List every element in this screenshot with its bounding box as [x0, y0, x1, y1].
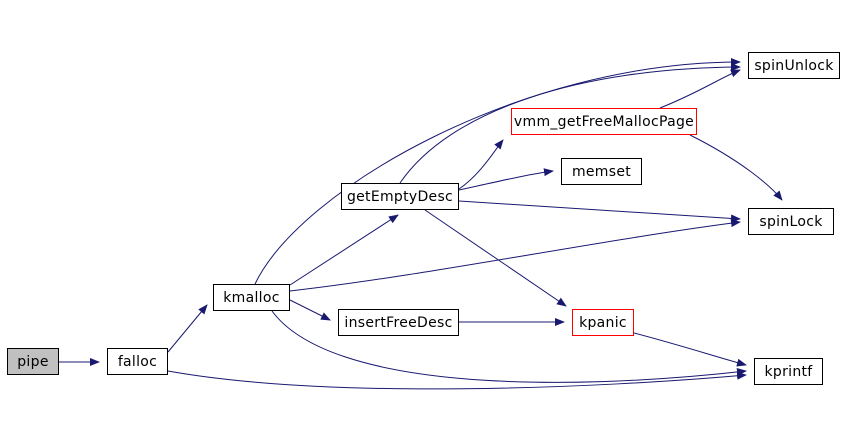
- edge-getEmptyDesc-to-spinLock: [458, 200, 741, 223]
- node-pipe[interactable]: pipe: [7, 348, 59, 375]
- edge-getEmptyDesc-to-vmm_getFreeMallocPage: [458, 139, 504, 190]
- node-label-spinLock: spinLock: [759, 213, 823, 230]
- node-memset[interactable]: memset: [561, 158, 642, 185]
- node-spinLock[interactable]: spinLock: [748, 208, 834, 235]
- node-label-insertFreeDesc: insertFreeDesc: [344, 314, 453, 331]
- edge-getEmptyDesc-to-kpanic: [424, 209, 567, 307]
- edge-falloc-to-kmalloc: [167, 304, 208, 353]
- node-label-vmm_getFreeMallocPage: vmm_getFreeMallocPage: [513, 113, 695, 130]
- node-label-getEmptyDesc: getEmptyDesc: [346, 188, 454, 205]
- edge-kmalloc-to-spinLock: [289, 219, 741, 292]
- node-label-pipe: pipe: [17, 353, 49, 370]
- edge-getEmptyDesc-to-memset: [458, 168, 554, 191]
- edge-kmalloc-to-spinUnlock: [254, 58, 741, 285]
- edge-getEmptyDesc-to-spinUnlock: [399, 63, 741, 184]
- node-insertFreeDesc[interactable]: insertFreeDesc: [338, 309, 459, 336]
- edge-kpanic-to-kprintf: [633, 332, 747, 367]
- node-getEmptyDesc[interactable]: getEmptyDesc: [341, 183, 459, 210]
- node-kpanic[interactable]: kpanic: [572, 309, 634, 336]
- edge-vmm_getFreeMallocPage-to-spinLock: [689, 134, 783, 201]
- edge-falloc-to-kprintf: [167, 370, 747, 390]
- edge-kmalloc-to-insertFreeDesc: [289, 299, 331, 321]
- edge-kmalloc-to-kprintf: [271, 310, 747, 383]
- node-label-kmalloc: kmalloc: [223, 289, 280, 306]
- edge-vmm_getFreeMallocPage-to-spinUnlock: [659, 69, 741, 109]
- node-label-falloc: falloc: [117, 353, 158, 370]
- edges-group: [59, 58, 783, 390]
- node-label-kprintf: kprintf: [764, 363, 813, 380]
- node-label-memset: memset: [571, 163, 632, 180]
- edge-kmalloc-to-getEmptyDesc: [289, 214, 399, 286]
- node-label-kpanic: kpanic: [579, 314, 627, 331]
- node-spinUnlock[interactable]: spinUnlock: [748, 52, 840, 79]
- node-kprintf[interactable]: kprintf: [754, 358, 823, 385]
- node-label-spinUnlock: spinUnlock: [754, 57, 834, 74]
- node-vmm_getFreeMallocPage[interactable]: vmm_getFreeMallocPage: [511, 108, 697, 135]
- node-falloc[interactable]: falloc: [107, 348, 168, 375]
- node-kmalloc[interactable]: kmalloc: [213, 284, 290, 311]
